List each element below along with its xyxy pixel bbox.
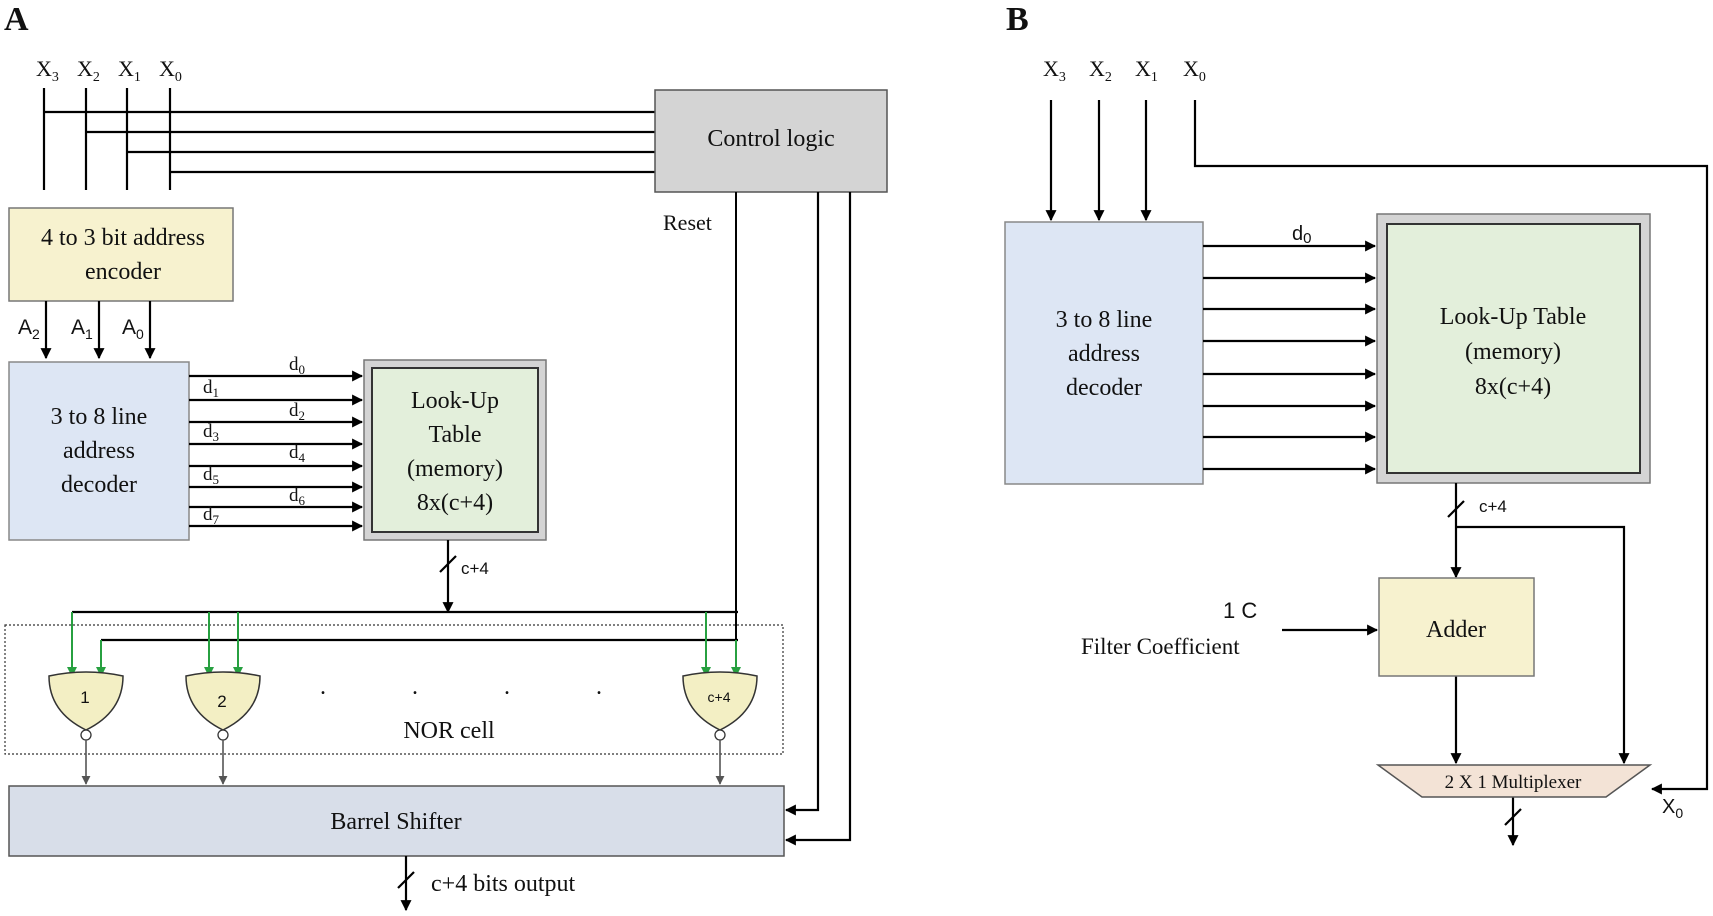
panel-a: A X3 X2 X1 X0 Control logic Reset: [4, 1, 888, 912]
coefficient-line2: Filter Coefficient: [1081, 634, 1240, 659]
decoder-a-line2: address: [63, 438, 135, 464]
input-x1-label: X1: [118, 56, 141, 85]
b-input-x1-label: X1: [1135, 56, 1158, 85]
a2-label: A2: [18, 316, 40, 342]
lut-output-bus-b: [1282, 483, 1630, 847]
a1-label: A1: [71, 316, 93, 342]
input-x2-label: X2: [77, 56, 100, 85]
reset-label: Reset: [663, 210, 712, 235]
lookup-table-block-b: Look-Up Table (memory) 8x(c+4): [1376, 213, 1651, 484]
d2-label: d2: [289, 400, 305, 423]
input-x3-label: X3: [36, 56, 59, 85]
nor-gate-c4-label: c+4: [708, 689, 731, 705]
panel-a-inputs: X3 X2 X1 X0: [36, 56, 182, 85]
address-lines: [40, 301, 156, 360]
b-input-x2-label: X2: [1089, 56, 1112, 85]
lut-a-line1: Look-Up: [411, 388, 499, 414]
lut-b-line1: Look-Up Table: [1440, 304, 1587, 330]
decoder-a-line1: 3 to 8 line: [51, 404, 148, 430]
address-line-labels: A2 A1 A0: [18, 316, 144, 342]
b-input-x0-label: X0: [1183, 56, 1206, 85]
d1-label: d1: [203, 377, 219, 400]
address-decoder-block-b: 3 to 8 line address decoder: [1004, 221, 1204, 485]
decoder-output-lines-a: [189, 370, 364, 532]
panel-b-input-lines: [1045, 100, 1709, 795]
control-logic-label: Control logic: [707, 126, 834, 152]
lut-b-line2: (memory): [1465, 339, 1561, 365]
lut-a-line2: Table: [429, 422, 482, 448]
nor-cell-boundary: [4, 624, 784, 755]
decoder-a-line3: decoder: [61, 472, 137, 498]
d0-label: d0: [289, 354, 305, 377]
nor-gate-c4: c+4: [682, 671, 758, 741]
nor-output-wires: [81, 740, 725, 785]
d6-label: d6: [289, 485, 306, 508]
nor-input-wires: [67, 612, 741, 677]
bus-width-a-label: c+4: [461, 559, 489, 578]
decoder-b-line1: 3 to 8 line: [1056, 307, 1153, 333]
decoder-b-line2: address: [1068, 341, 1140, 367]
decoder-output-labels-a: d0 d1 d2 d3 d4 d5 d6 d7: [203, 354, 306, 527]
nor-gate-1: 1: [48, 671, 124, 741]
panel-b: B X3 X2 X1 X0 3 to 8 line address decode…: [1004, 1, 1709, 847]
output-bits-label: c+4 bits output: [431, 871, 576, 897]
adder-block: Adder: [1378, 577, 1535, 677]
address-encoder-block: 4 to 3 bit address encoder: [8, 207, 234, 302]
input-x0-label: X0: [159, 56, 182, 85]
lookup-table-block-a: Look-Up Table (memory) 8x(c+4): [363, 359, 547, 541]
lut-a-line4: 8x(c+4): [417, 490, 493, 516]
barrel-shifter-block: Barrel Shifter: [8, 785, 785, 857]
multiplexer-label: 2 X 1 Multiplexer: [1445, 772, 1582, 793]
multiplexer-block: 2 X 1 Multiplexer: [1375, 764, 1653, 798]
coefficient-line1: 1 C: [1223, 598, 1257, 623]
panel-b-label: B: [1006, 1, 1029, 38]
nor-gate-2: 2: [185, 671, 261, 741]
b-input-x3-label: X3: [1043, 56, 1066, 85]
lut-a-line3: (memory): [407, 456, 503, 482]
control-to-shifter-lines: [784, 192, 852, 846]
address-decoder-block-a: 3 to 8 line address decoder: [8, 361, 190, 541]
d3-label: d3: [203, 421, 219, 444]
panel-b-inputs: X3 X2 X1 X0: [1043, 56, 1206, 85]
b-d0-label: d0: [1292, 223, 1311, 247]
a0-label: A0: [122, 316, 144, 342]
panel-a-input-lines: [42, 88, 655, 190]
d5-label: d5: [203, 464, 219, 487]
bus-width-b-label: c+4: [1479, 497, 1507, 516]
decoder-b-line3: decoder: [1066, 375, 1142, 401]
nor-ellipsis: . . . .: [320, 674, 642, 700]
d4-label: d4: [289, 442, 306, 465]
nor-gate-1-label: 1: [80, 688, 89, 707]
encoder-label-line2: encoder: [85, 259, 161, 285]
lut-b-line3: 8x(c+4): [1475, 374, 1551, 400]
final-output-a: [397, 856, 415, 912]
decoder-output-lines-b: [1203, 240, 1377, 475]
nor-cell-label: NOR cell: [403, 718, 495, 744]
control-logic-block: Control logic: [654, 89, 888, 193]
mux-select-label: X0: [1662, 796, 1683, 821]
panel-a-label: A: [4, 1, 29, 38]
barrel-shifter-label: Barrel Shifter: [330, 809, 461, 835]
lut-output-bus-a: [72, 540, 738, 642]
d7-label: d7: [203, 504, 220, 527]
nor-gate-2-label: 2: [217, 692, 226, 711]
adder-label: Adder: [1426, 617, 1486, 643]
encoder-label-line1: 4 to 3 bit address: [41, 225, 205, 251]
